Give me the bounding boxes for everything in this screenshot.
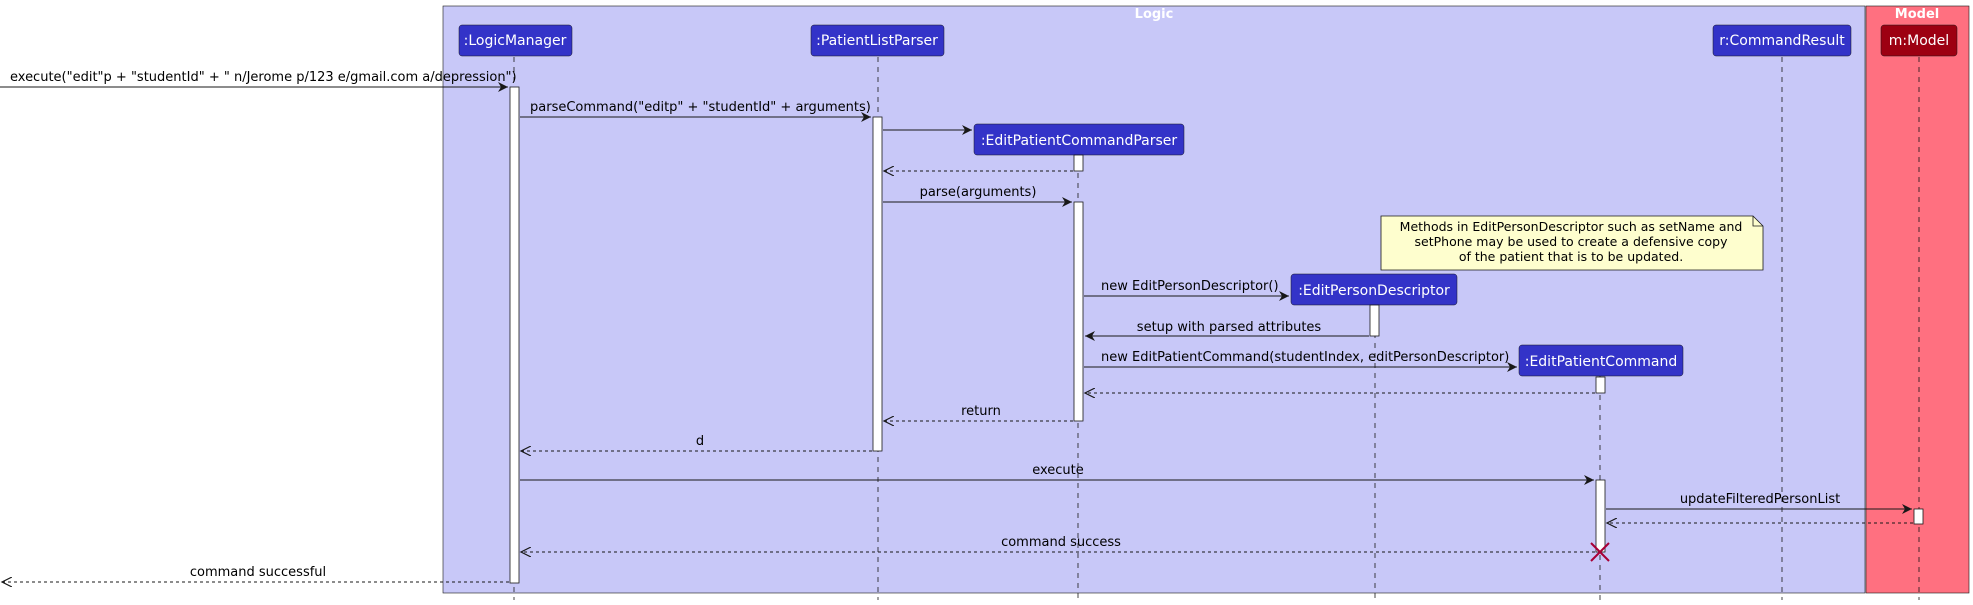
msg-setup-attributes-label: setup with parsed attributes xyxy=(1137,320,1322,335)
participant-editpatientcommand: :EditPatientCommand xyxy=(1518,344,1684,377)
message-labels: execute("edit"p + "studentId" + " n/Jero… xyxy=(10,70,1840,580)
msg-execute-label: execute xyxy=(1032,463,1084,478)
model-box-title: Model xyxy=(1895,7,1939,22)
participant-model-label: m:Model xyxy=(1889,33,1949,49)
note-line-3: of the patient that is to be updated. xyxy=(1459,249,1683,264)
logic-box-background xyxy=(442,5,1866,594)
participant-commandresult-box xyxy=(1712,24,1852,57)
model-box: Model xyxy=(1865,5,1970,594)
participant-editpatientcommandparser: :EditPatientCommandParser xyxy=(973,123,1185,156)
msg-command-success-label: command success xyxy=(1001,535,1121,550)
messages xyxy=(0,82,1913,582)
msg-d-label: d xyxy=(696,434,704,449)
msg-parse-arguments-label: parse(arguments) xyxy=(920,185,1037,200)
participant-logicmanager-label: :LogicManager xyxy=(464,33,567,49)
msg-new-descriptor-label: new EditPersonDescriptor() xyxy=(1101,279,1279,294)
msg-execute-input-label: execute("edit"p + "studentId" + " n/Jero… xyxy=(10,70,517,85)
participant-logicmanager: :LogicManager xyxy=(458,24,573,57)
activation-model xyxy=(1913,508,1924,525)
participant-logicmanager-box xyxy=(458,24,573,57)
model-box-background xyxy=(1865,5,1970,594)
activation-parser-create xyxy=(1073,154,1084,172)
participant-patientlistparser-box xyxy=(810,24,945,57)
note-fold xyxy=(1752,216,1763,227)
participant-model-box xyxy=(1880,24,1958,57)
note-line-2: setPhone may be used to create a defensi… xyxy=(1415,234,1729,249)
participant-patientlistparser: :PatientListParser xyxy=(810,24,945,57)
participant-commandresult: r:CommandResult xyxy=(1712,24,1852,57)
activation-logicmanager xyxy=(509,86,520,584)
msg-command-successful-label: command successful xyxy=(190,565,326,580)
msg-parse-command-label: parseCommand("editp" + "studentId" + arg… xyxy=(530,100,871,115)
participant-editpatientcommandparser-label: :EditPatientCommandParser xyxy=(981,133,1178,149)
note-shape xyxy=(1380,215,1764,271)
participant-commandresult-label: r:CommandResult xyxy=(1719,33,1845,49)
msg-return-label: return xyxy=(961,404,1001,419)
activation-descriptor xyxy=(1369,304,1380,337)
participant-patientlistparser-label: :PatientListParser xyxy=(816,33,938,49)
activation-command-create xyxy=(1595,376,1606,394)
note-line-1: Methods in EditPersonDescriptor such as … xyxy=(1400,219,1743,234)
logic-box-title: Logic xyxy=(1135,7,1174,22)
participant-editpatientcommand-box xyxy=(1518,344,1684,377)
msg-new-command-label: new EditPatientCommand(studentIndex, edi… xyxy=(1101,350,1509,365)
destroy-x-icon xyxy=(1590,542,1610,562)
activation-patientlistparser xyxy=(872,116,883,452)
activation-command-execute xyxy=(1595,479,1606,553)
activation-parser-parse xyxy=(1073,201,1084,422)
participant-editpersondescriptor: :EditPersonDescriptor xyxy=(1290,273,1458,306)
participant-model: m:Model xyxy=(1880,24,1958,57)
participant-editpersondescriptor-label: :EditPersonDescriptor xyxy=(1298,283,1450,299)
msg-update-filtered-label: updateFilteredPersonList xyxy=(1680,492,1840,507)
participant-editpatientcommand-label: :EditPatientCommand xyxy=(1525,354,1678,370)
logic-box: Logic xyxy=(442,5,1866,594)
note: Methods in EditPersonDescriptor such as … xyxy=(1380,215,1764,271)
